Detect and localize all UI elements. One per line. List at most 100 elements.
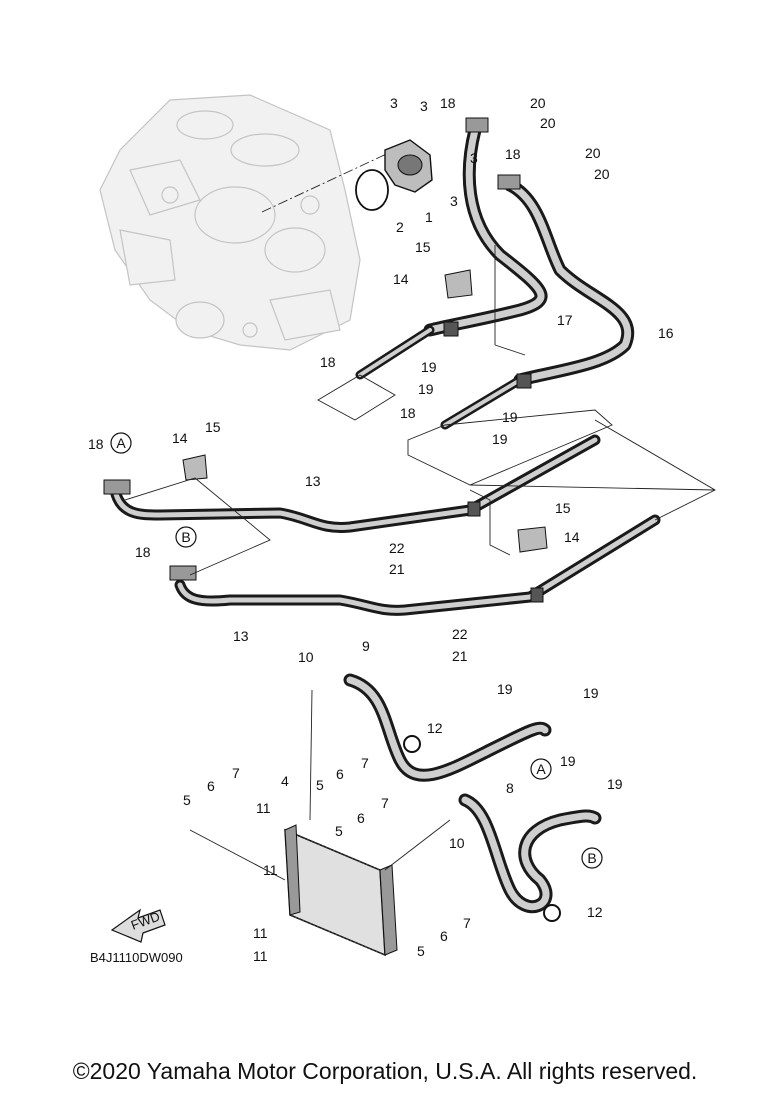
callout-a-upper: A xyxy=(110,432,132,454)
hose-clamp-12-upper xyxy=(403,735,421,753)
label-7: 7 xyxy=(463,915,471,931)
label-17: 17 xyxy=(557,312,573,328)
label-21: 21 xyxy=(389,561,405,577)
label-3: 3 xyxy=(470,150,478,166)
parts-diagram: FWD A B A B 3 3 18 20 20 18 20 20 3 3 1 … xyxy=(88,94,716,965)
leader-line-3 xyxy=(494,344,526,356)
label-19: 19 xyxy=(492,431,508,447)
part-number-labels: 3 3 18 20 20 18 20 20 3 3 1 2 15 14 17 1… xyxy=(88,95,674,964)
leader-line-7 xyxy=(469,484,716,491)
oil-cooler xyxy=(284,824,398,957)
label-7: 7 xyxy=(381,795,389,811)
label-14: 14 xyxy=(393,271,409,287)
label-15: 15 xyxy=(555,500,571,516)
svg-text:B: B xyxy=(587,850,596,866)
label-6: 6 xyxy=(357,810,365,826)
clamp-14-mid xyxy=(467,501,481,517)
label-12: 12 xyxy=(427,720,443,736)
clamp-14-upper-right xyxy=(516,373,532,389)
label-3: 3 xyxy=(420,98,428,114)
label-10: 10 xyxy=(449,835,465,851)
label-7: 7 xyxy=(361,755,369,771)
engine-block-illustration xyxy=(99,94,361,351)
label-8: 8 xyxy=(506,780,514,796)
diagram-code: B4J1110DW090 xyxy=(90,950,183,965)
hose-13-lower xyxy=(174,514,661,616)
label-21: 21 xyxy=(452,648,468,664)
flange-top-1 xyxy=(465,117,489,133)
label-22: 22 xyxy=(389,540,405,556)
label-20: 20 xyxy=(585,145,601,161)
label-20: 20 xyxy=(594,166,610,182)
callout-box-2 xyxy=(407,409,613,486)
o-ring xyxy=(355,169,389,211)
label-18: 18 xyxy=(135,544,151,560)
label-15: 15 xyxy=(205,419,221,435)
label-11: 11 xyxy=(253,948,268,964)
hose-9 xyxy=(343,673,552,782)
label-6: 6 xyxy=(336,766,344,782)
label-19: 19 xyxy=(607,776,623,792)
flange-top-2 xyxy=(497,174,521,190)
label-9: 9 xyxy=(362,638,370,654)
svg-text:A: A xyxy=(536,761,546,777)
label-14: 14 xyxy=(564,529,580,545)
copyright-notice: ©2020 Yamaha Motor Corporation, U.S.A. A… xyxy=(72,1058,698,1084)
pipe-upper-right xyxy=(440,375,525,430)
label-13: 13 xyxy=(305,473,321,489)
label-3: 3 xyxy=(390,95,398,111)
label-10: 10 xyxy=(298,649,314,665)
label-3: 3 xyxy=(450,193,458,209)
label-19: 19 xyxy=(583,685,599,701)
label-19: 19 xyxy=(497,681,513,697)
label-19: 19 xyxy=(418,381,434,397)
leader-line-6 xyxy=(594,419,716,521)
svg-text:A: A xyxy=(116,435,126,451)
leader-line-9 xyxy=(309,689,313,821)
pipe-upper-left xyxy=(355,325,435,380)
leader-line-5 xyxy=(469,489,511,556)
label-2: 2 xyxy=(396,219,404,235)
label-13: 13 xyxy=(233,628,249,644)
hose-clamp-12-lower xyxy=(543,904,561,922)
hose-13-upper xyxy=(109,434,601,533)
hose-17 xyxy=(423,123,548,337)
label-18: 18 xyxy=(505,146,521,162)
label-22: 22 xyxy=(452,626,468,642)
label-20: 20 xyxy=(540,115,556,131)
label-6: 6 xyxy=(207,778,215,794)
label-18: 18 xyxy=(440,95,456,111)
label-11: 11 xyxy=(256,800,271,816)
label-20: 20 xyxy=(530,95,546,111)
fwd-arrow-icon: FWD xyxy=(110,908,166,943)
hose-8 xyxy=(458,793,602,914)
label-15: 15 xyxy=(415,239,431,255)
callout-box xyxy=(317,374,396,421)
bracket-14-left xyxy=(182,454,208,481)
label-18: 18 xyxy=(400,405,416,421)
label-4: 4 xyxy=(281,773,289,789)
label-11: 11 xyxy=(253,925,268,941)
label-16: 16 xyxy=(658,325,674,341)
callout-b-lower: B xyxy=(581,847,603,869)
label-6: 6 xyxy=(440,928,448,944)
label-7: 7 xyxy=(232,765,240,781)
callout-b-upper: B xyxy=(175,526,197,548)
clamp-14-mid-2 xyxy=(530,587,544,603)
callout-a-lower: A xyxy=(530,758,552,780)
label-5: 5 xyxy=(417,943,425,959)
hose-16 xyxy=(503,178,634,387)
flange-a xyxy=(103,479,131,495)
label-18: 18 xyxy=(320,354,336,370)
svg-text:B: B xyxy=(181,529,190,545)
leader-line-4 xyxy=(124,477,271,576)
water-pump-housing xyxy=(384,139,433,193)
label-5: 5 xyxy=(316,777,324,793)
bracket-14-top xyxy=(444,269,473,299)
label-5: 5 xyxy=(335,823,343,839)
label-5: 5 xyxy=(183,792,191,808)
flange-b xyxy=(169,565,197,581)
bracket-14-right xyxy=(517,526,548,553)
label-14: 14 xyxy=(172,430,188,446)
label-11: 11 xyxy=(263,862,278,878)
